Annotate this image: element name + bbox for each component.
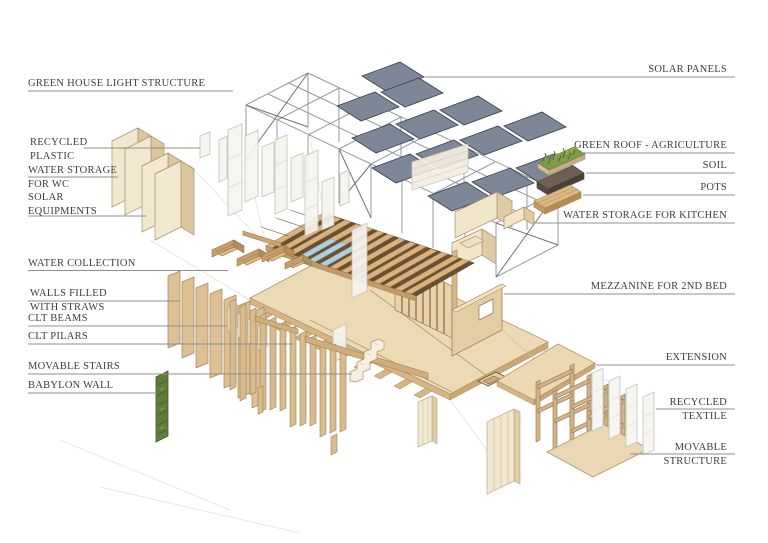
soil-strip: [536, 165, 585, 196]
babylon-wall-panel: [155, 370, 169, 443]
label-water-collection: WATER COLLECTION: [28, 258, 136, 269]
pots-strip: [533, 184, 582, 215]
movable-stairs-block: [349, 338, 385, 383]
recycled-plastic-sheets: [199, 123, 469, 363]
mezzanine-wall: [451, 283, 546, 369]
label-clt-beams: CLT BEAMS: [28, 313, 88, 324]
label-extension: EXTENSION: [665, 352, 727, 363]
label-solar-panels: SOLAR PANELS: [648, 64, 727, 75]
water-collection-blocks: [211, 230, 312, 270]
label-soil: SOIL: [702, 160, 727, 171]
leader-lines: [28, 76, 735, 455]
mezzanine-window: [478, 298, 494, 321]
recycled-textile-panels: [591, 367, 655, 456]
cabinets: [417, 395, 521, 495]
label-mezzanine-2nd-bed: MEZZANINE FOR 2ND BED: [590, 281, 727, 292]
clt-pilar-planks: [229, 298, 347, 456]
wc-storage-and-solar-equipment-boxes: [111, 127, 195, 241]
label-pots: POTS: [700, 182, 727, 193]
roof-assembly: [245, 209, 475, 302]
kitchen-water-storage-boxes: [451, 191, 535, 270]
label-water-storage-kitchen: WATER STORAGE FOR KITCHEN: [563, 210, 727, 221]
roof-glazing: [297, 238, 359, 267]
label-clt-pilars: CLT PILARS: [28, 331, 88, 342]
label-babylon-wall: BABYLON WALL: [28, 380, 114, 391]
green-roof-strip: [537, 146, 586, 176]
extension-slab: [496, 343, 596, 406]
label-movable-stairs: MOVABLE STAIRS: [28, 361, 121, 372]
label-green-house-light-structure: GREEN HOUSE LIGHT STRUCTURE: [28, 78, 206, 89]
label-green-roof-agriculture: GREEN ROOF - AGRICULTURE: [574, 140, 727, 151]
